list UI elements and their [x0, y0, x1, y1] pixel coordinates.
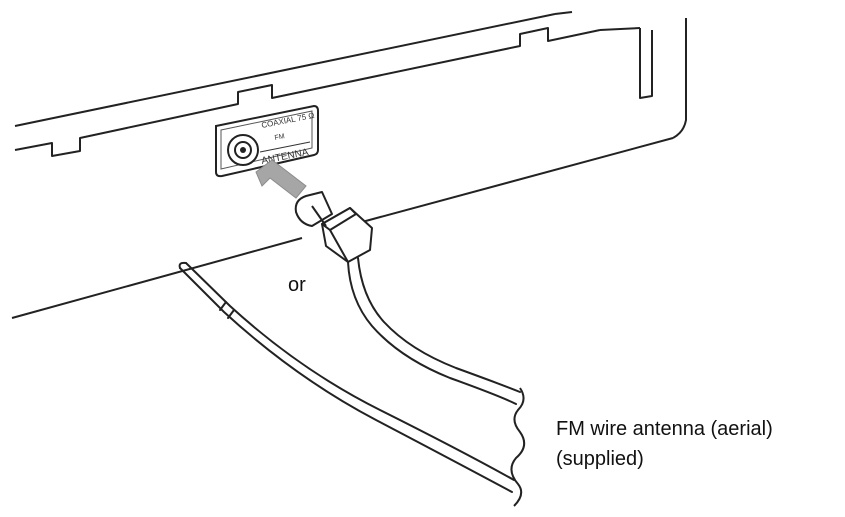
- plug-body-top-face: [321, 207, 357, 231]
- jack-label-underline: [259, 141, 311, 153]
- chassis-right-bevel: [599, 27, 641, 31]
- chassis-top-edge-step: [554, 11, 573, 15]
- jack-label-fm: FM: [274, 133, 285, 142]
- antenna-caption-supplied: (supplied): [556, 448, 644, 470]
- chassis-panel-ledge: [14, 27, 601, 157]
- antenna-caption-title: FM wire antenna (aerial): [556, 418, 773, 440]
- cable-right-edge: [357, 257, 521, 393]
- cable-left-edge: [347, 261, 517, 405]
- chassis-bottom-edge-right: [361, 137, 674, 223]
- coaxial-plug: [294, 191, 373, 263]
- wire-antenna-element: [178, 261, 515, 493]
- coaxial-socket-inner: [234, 141, 252, 159]
- wire-sleeve-joint-2: [227, 309, 235, 319]
- wire-sleeve-joint: [219, 301, 227, 311]
- chassis-right-inner: [639, 28, 653, 99]
- jack-plate-outline: [215, 104, 319, 178]
- plug-neck: [311, 205, 327, 227]
- plug-body-edge: [329, 229, 349, 263]
- jack-label-coaxial: COAXIAL 75 Ω: [261, 111, 315, 130]
- jack-plate-inner: [220, 110, 313, 170]
- chassis-top-edge: [14, 13, 556, 127]
- wire-top-edge: [185, 262, 515, 481]
- or-label: or: [288, 274, 306, 296]
- insertion-arrow: [255, 159, 307, 199]
- antenna-feeder-cable: [347, 257, 521, 405]
- chassis-bottom-edge: [11, 237, 303, 319]
- wire-bottom-edge: [179, 267, 513, 493]
- chassis-right-side: [672, 18, 687, 139]
- wire-tip-cap: [178, 261, 187, 269]
- device-chassis: [11, 11, 687, 319]
- coaxial-socket-pin: [240, 147, 246, 153]
- cable-break-line: [510, 387, 526, 507]
